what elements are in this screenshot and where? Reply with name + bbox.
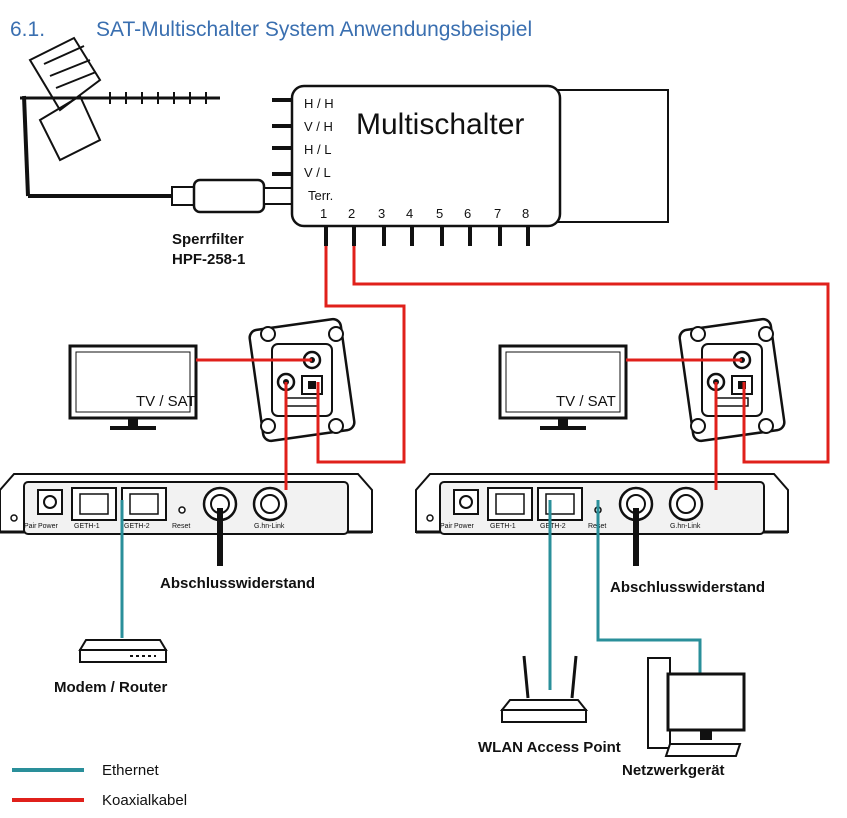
adapter-left-reset-label: Reset xyxy=(172,523,190,530)
input-hh-label: H / H xyxy=(304,96,334,111)
input-hl-label: H / L xyxy=(304,142,331,157)
terr-label: Terr. xyxy=(308,188,333,203)
output-8-label: 8 xyxy=(522,206,529,221)
wall-outlet-right-icon xyxy=(677,316,787,444)
router-label: Modem / Router xyxy=(54,679,167,696)
output-6-label: 6 xyxy=(464,206,471,221)
tv-left-label: TV / SAT xyxy=(136,393,196,410)
multiswitch-box xyxy=(272,84,669,246)
router-icon xyxy=(78,639,168,663)
tv-left-icon xyxy=(68,344,198,432)
wlan-ap-icon xyxy=(499,655,589,723)
input-vl-label: V / L xyxy=(304,165,331,180)
tv-right-label: TV / SAT xyxy=(556,393,616,410)
section-number: 6.1. xyxy=(10,18,45,41)
network-device-label: Netzwerkgerät xyxy=(622,762,725,779)
antenna-icon xyxy=(20,36,220,197)
eth-right-to-network xyxy=(596,500,702,674)
coax-cables xyxy=(196,246,830,490)
terminators xyxy=(217,508,639,566)
wall-outlet-left-icon xyxy=(247,316,357,444)
adapter-right-power-label: Power xyxy=(454,523,475,530)
filter-model-label: HPF-258-1 xyxy=(172,251,245,268)
output-4-label: 4 xyxy=(406,206,413,221)
adapter-left-power-label: Power xyxy=(38,523,59,530)
adapter-left-ghn-label: G.hn-Link xyxy=(254,523,285,530)
output-3-label: 3 xyxy=(378,206,385,221)
adapter-left-pair-label: Pair xyxy=(24,523,37,530)
terminator-right-label: Abschlusswiderstand xyxy=(610,579,765,596)
wlan-ap-label: WLAN Access Point xyxy=(478,739,621,756)
adapter-right-ghn-label: G.hn-Link xyxy=(670,523,701,530)
legend-ethernet-label: Ethernet xyxy=(102,762,160,779)
output-5-label: 5 xyxy=(436,206,443,221)
input-vh-label: V / H xyxy=(304,119,333,134)
filter-name-label: Sperrfilter xyxy=(172,231,244,248)
tv-right-icon xyxy=(498,344,628,432)
coax-out1-to-left-outlet xyxy=(316,246,406,464)
coax-out2-to-right-outlet xyxy=(352,246,830,464)
ethernet-cables xyxy=(120,500,702,690)
page-title: SAT-Multischalter System Anwendungsbeisp… xyxy=(96,18,532,41)
output-7-label: 7 xyxy=(494,206,501,221)
terminator-left-label: Abschlusswiderstand xyxy=(160,575,315,592)
multiswitch-title: Multischalter xyxy=(356,108,524,141)
output-1-label: 1 xyxy=(320,206,327,221)
adapter-right-pair-label: Pair xyxy=(440,523,453,530)
adapter-left-geth1-label: GETH-1 xyxy=(74,523,100,530)
output-2-label: 2 xyxy=(348,206,355,221)
adapter-right-geth1-label: GETH-1 xyxy=(490,523,516,530)
legend-coax-label: Koaxialkabel xyxy=(102,792,187,809)
legend: Ethernet Koaxialkabel xyxy=(12,762,187,809)
filter-icon xyxy=(171,178,293,214)
network-device-icon xyxy=(647,657,746,757)
adapter-right-geth2-label: GETH-2 xyxy=(540,523,566,530)
adapter-left-geth2-label: GETH-2 xyxy=(124,523,150,530)
